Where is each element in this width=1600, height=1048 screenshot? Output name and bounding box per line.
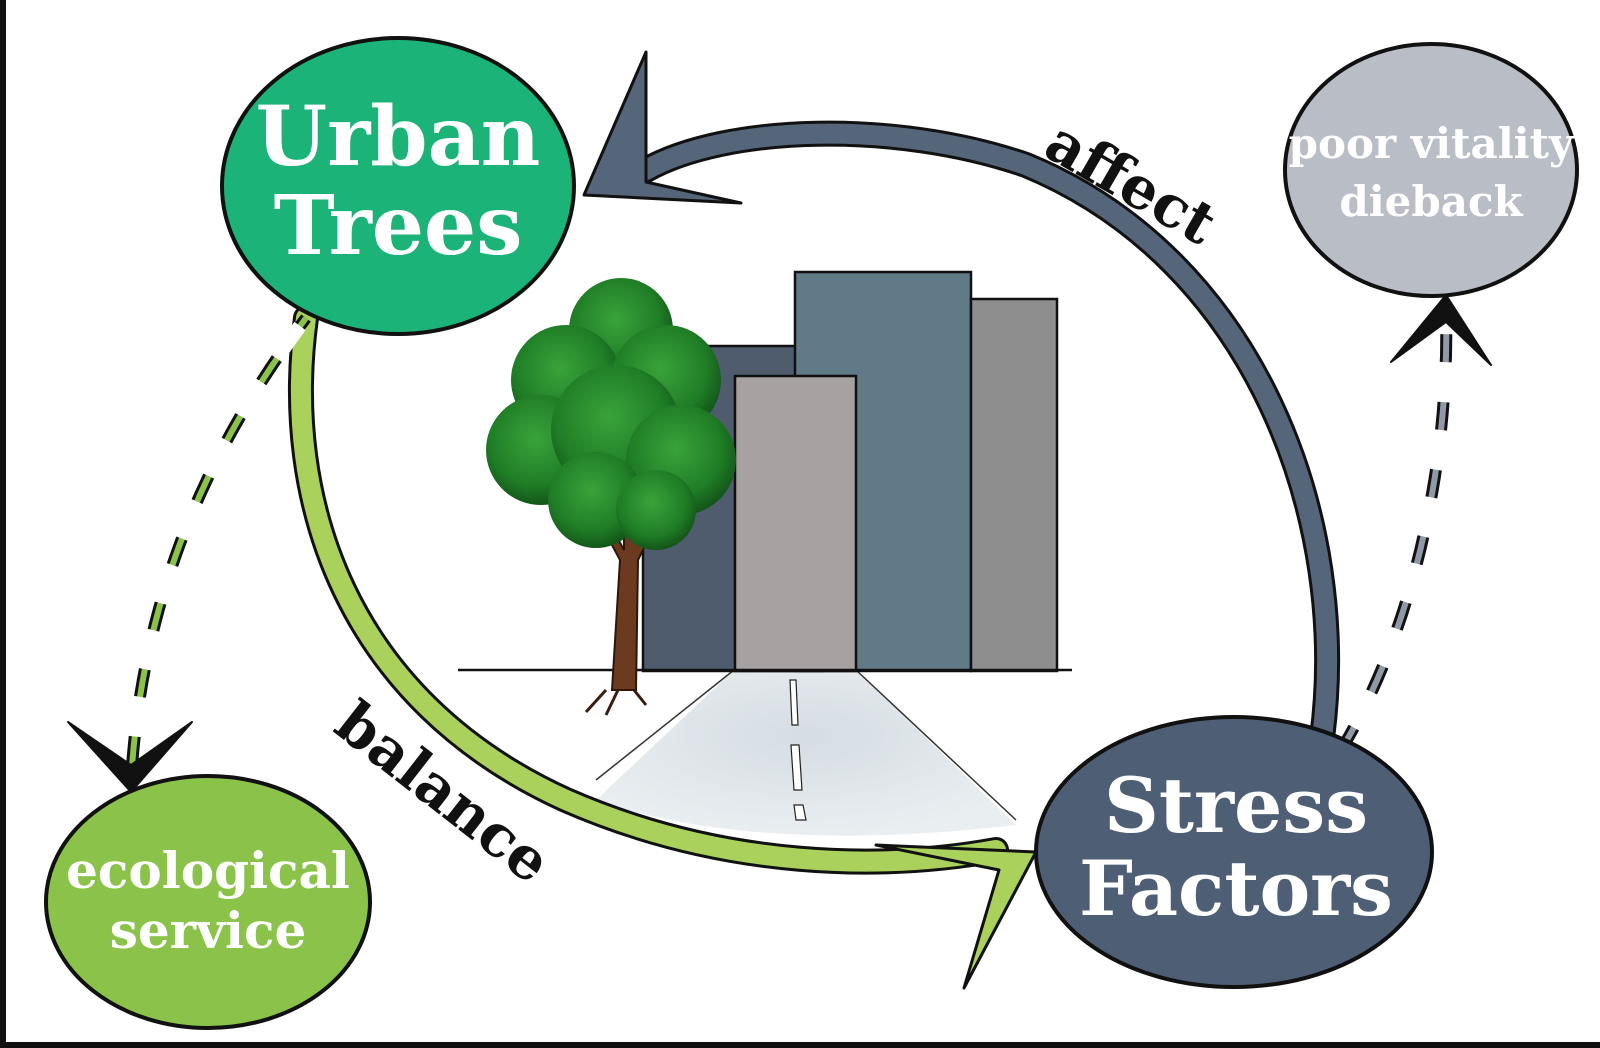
ecological-service-label-line1: ecological bbox=[66, 841, 350, 900]
road-icon bbox=[595, 669, 1017, 836]
urban-trees-label-line2: Trees bbox=[274, 178, 523, 274]
stress-factors-label-line2: Factors bbox=[1079, 844, 1393, 933]
poor-vitality-arrow bbox=[1337, 294, 1492, 749]
urban-trees-node: Urban Trees bbox=[220, 36, 576, 336]
affect-arrow bbox=[582, 50, 1341, 751]
ecological-service-arrow bbox=[67, 313, 312, 793]
tree-icon bbox=[486, 278, 736, 716]
city-illustration bbox=[458, 270, 1072, 836]
ecological-service-node: ecological service bbox=[44, 774, 372, 1030]
poor-vitality-label-line2: dieback bbox=[1339, 177, 1523, 226]
stress-factors-label-line1: Stress bbox=[1104, 761, 1368, 850]
ecological-service-label-line2: service bbox=[110, 901, 307, 960]
stress-factors-node: Stress Factors bbox=[1034, 715, 1434, 989]
poor-vitality-node: poor vitality dieback bbox=[1283, 42, 1579, 298]
poor-vitality-label-line1: poor vitality bbox=[1289, 119, 1575, 168]
urban-trees-label-line1: Urban bbox=[256, 89, 541, 185]
urban-trees-stress-diagram: affect balance Urban Trees Stress Factor… bbox=[44, 36, 1579, 1030]
balance-arrow bbox=[288, 305, 1038, 990]
